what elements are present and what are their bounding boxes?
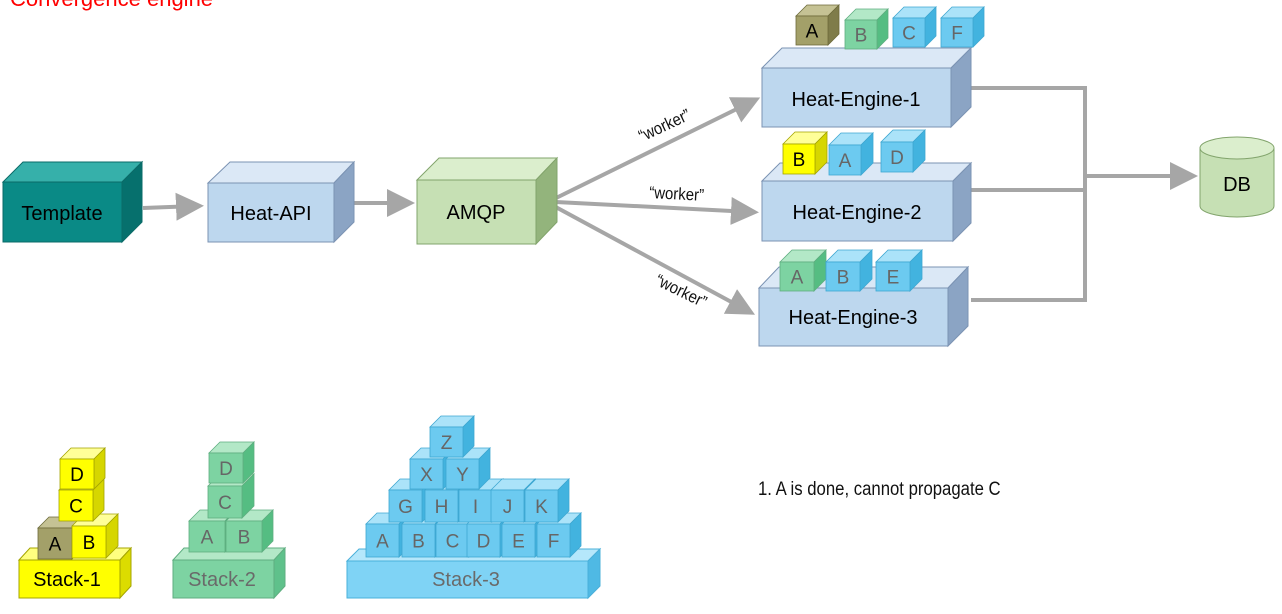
stack-1-cube-label: D (70, 465, 84, 486)
template-label: Template (21, 203, 102, 225)
stack-3-cube-label: G (398, 497, 413, 518)
stack-3-cube-label: J (503, 497, 513, 518)
stack-1-cube-label: B (83, 533, 96, 554)
edge-label-worker-1: “worker” (636, 106, 693, 146)
stack-2-platform: Stack-2 (171, 546, 287, 600)
stack-3-cube-label: B (412, 532, 425, 553)
stack-3-cube-label: C (446, 532, 460, 553)
amqp-label: AMQP (447, 202, 506, 224)
stack-1-cube: D (59, 447, 106, 490)
engine-3-task-cube: E (875, 249, 923, 292)
engine-2-task-cube-label: A (839, 151, 852, 172)
heat-engine-2-box: Heat-Engine-2 (760, 161, 973, 243)
engine-3-task-cube: B (825, 249, 873, 292)
stack-3-cube-label: I (473, 497, 478, 518)
arrow-amqp-to-engine-3 (551, 203, 756, 315)
stack-3-cube: K (524, 478, 570, 523)
amqp-box: AMQP (415, 156, 559, 246)
engine-3-task-cube-label: A (791, 268, 804, 289)
annotation-note: 1. A is done, cannot propagate C (758, 479, 1001, 500)
edge-label-worker-3: “worker” (652, 272, 709, 312)
stack-1-label: Stack-1 (33, 569, 101, 591)
db-label: DB (1223, 174, 1251, 196)
stack-1-cube-label: A (49, 535, 62, 556)
line-engine-1-to-bus (971, 86, 1087, 302)
arrow-template-to-api (142, 192, 204, 221)
edge-label-worker-2: “worker” (649, 184, 705, 205)
stack-3-cube-label: X (420, 465, 433, 486)
engine-3-task-cube: A (779, 249, 827, 292)
stack-3-cube-label: K (535, 497, 548, 518)
page-title: Convergence engine (10, 0, 213, 12)
stack-2-cube: D (208, 441, 255, 484)
stack-2-label: Stack-2 (188, 569, 256, 591)
connectors (142, 86, 1198, 315)
stack-3-cube: J (490, 478, 536, 523)
engine-3-task-cube-label: E (887, 268, 900, 289)
db-cylinder: DB (1199, 136, 1275, 218)
stack-3-cube-label: Z (441, 433, 453, 454)
stack-3-cube-label: D (477, 532, 491, 553)
template-box: Template (1, 160, 144, 244)
stack-3-cube: Z (429, 415, 475, 458)
stack-3-cube-label: A (376, 532, 389, 553)
stack-3-label: Stack-3 (432, 569, 500, 591)
stack-1-cube-label: C (69, 497, 83, 518)
stack-2-cube-label: D (219, 459, 233, 480)
engine-1-task-cube-label: F (951, 24, 963, 45)
engine-2-task-cube-label: D (890, 148, 904, 169)
stack-2-cube-label: B (238, 528, 251, 549)
engine-3-task-cube-label: B (837, 268, 850, 289)
engine-2-task-cube: D (880, 129, 926, 173)
stack-3-cube-label: F (548, 532, 560, 553)
engine-1-task-cube: C (892, 6, 937, 48)
stack-2-cube-label: A (201, 528, 214, 549)
engine-1-task-cube-label: C (902, 24, 916, 45)
stack-2-cube-label: C (218, 493, 232, 514)
heat-api-box: Heat-API (206, 160, 356, 244)
stack-3-cube-label: E (512, 532, 525, 553)
engine-1-task-cube: F (940, 6, 985, 48)
heat-engine-1-label: Heat-Engine-1 (792, 89, 921, 111)
engine-2-task-cube: B (782, 131, 828, 175)
stack-3-cube-label: Y (456, 465, 469, 486)
heat-engine-2-label: Heat-Engine-2 (793, 202, 922, 224)
heat-engine-3-label: Heat-Engine-3 (789, 307, 918, 329)
arrow-amqp-to-engine-2 (555, 196, 759, 225)
heat-engine-1-box: Heat-Engine-1 (760, 46, 973, 129)
engine-1-task-cube-label: A (806, 22, 819, 43)
engine-1-task-cube: B (844, 8, 889, 50)
engine-2-task-cube: A (828, 132, 874, 176)
engine-1-task-cube: A (795, 4, 840, 46)
heat-api-label: Heat-API (230, 203, 311, 225)
stack-3-cube-label: H (435, 497, 449, 518)
engine-2-task-cube-label: B (793, 150, 806, 171)
engine-1-task-cube-label: B (855, 26, 868, 47)
arrow-amqp-to-engine-1 (551, 97, 761, 202)
